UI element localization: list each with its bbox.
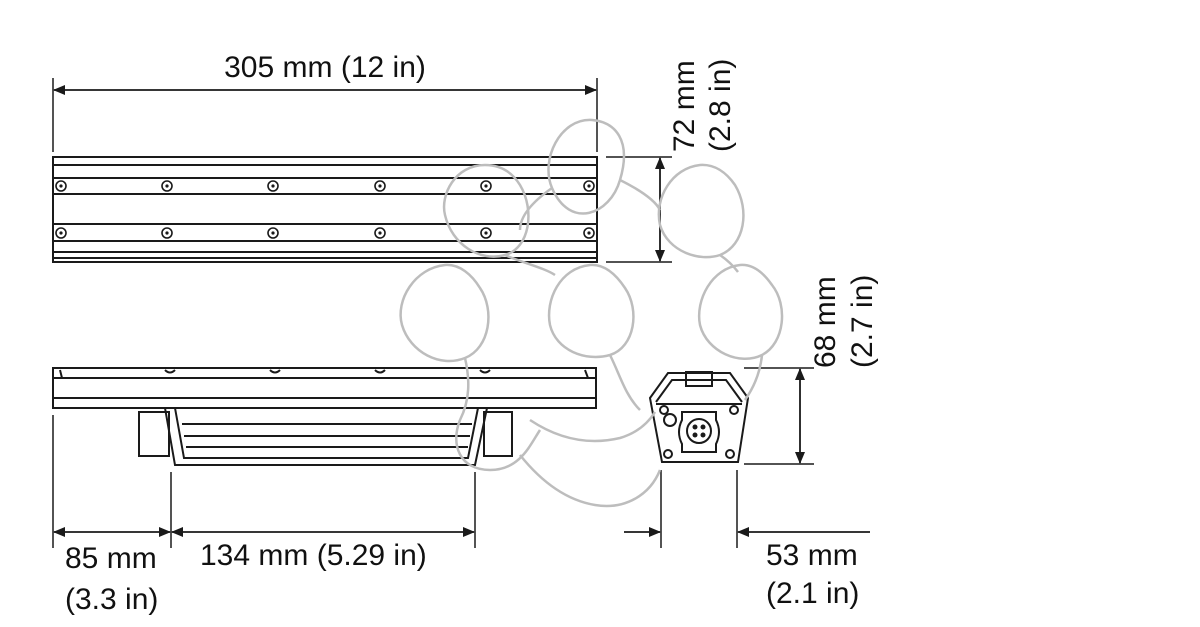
top-view-screws [55,180,595,239]
top-view-screw-dots [59,184,591,235]
label-top-width: 305 mm (12 in) [224,51,426,84]
top-view [52,156,598,263]
end-view-connector-pins [692,424,706,438]
watermark-logo [399,118,784,508]
label-top-height-in: (2.8 in) [704,58,737,152]
side-view [52,367,597,466]
dimension-arrows [53,85,870,537]
label-bracket-width: 134 mm (5.29 in) [200,539,427,572]
label-offset-in: (3.3 in) [65,583,159,616]
end-view [648,371,750,463]
label-offset-mm: 85 mm [65,542,157,575]
label-side-height-mm: 68 mm [809,276,842,368]
label-end-width-in: (2.1 in) [766,577,860,610]
label-end-width-mm: 53 mm [766,539,858,572]
label-side-height-in: (2.7 in) [846,274,879,368]
label-top-height-mm: 72 mm [668,60,701,152]
